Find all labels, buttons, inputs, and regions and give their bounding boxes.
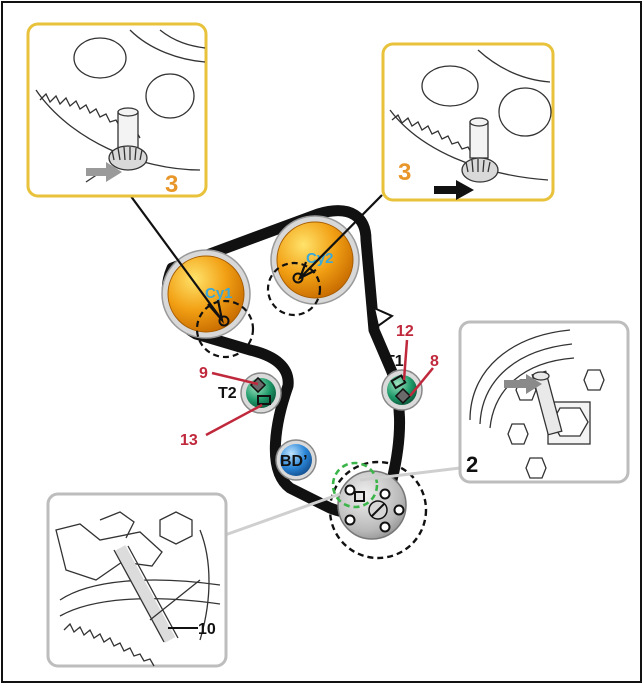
cy2-timing-hole-icon: [292, 272, 304, 284]
cy2-detail-marker-icon: [266, 261, 322, 317]
tensioner-t1[interactable]: [381, 369, 423, 411]
crank-key-slot-icon: [354, 491, 365, 502]
crank-callout-number: 2: [466, 452, 478, 477]
leader-9: [211, 371, 259, 386]
t1-hex-nut-icon: [394, 387, 412, 405]
ref-9-label: 9: [199, 365, 208, 382]
leader-13: [205, 403, 263, 437]
crankshaft-pulley[interactable]: [337, 470, 407, 540]
ref-12-label: 12: [396, 323, 414, 340]
bd-label: BD’: [280, 453, 308, 470]
t2-label: T2: [218, 385, 237, 402]
t2-hex-nut-icon: [249, 376, 267, 394]
crank-outer-marker-icon: [328, 460, 428, 560]
leader-8: [409, 367, 434, 397]
ref-10-label: 10: [198, 621, 216, 638]
ref-13-label: 13: [180, 432, 198, 449]
ref-8-label: 8: [430, 353, 439, 370]
callout-crank-lock: 2: [458, 320, 630, 484]
callout-locking-tool: 10: [46, 492, 228, 668]
cy1-detail-marker-icon: [195, 299, 255, 359]
crank-bolt-hole-icon: [344, 514, 356, 526]
cy1-label: Cy1: [205, 285, 233, 302]
leader-left-callout: [129, 194, 223, 321]
crank-bolt-hole-icon: [344, 484, 356, 496]
crank-bolt-hole-icon: [379, 488, 391, 500]
tensioner-t2[interactable]: [240, 372, 282, 414]
right-callout-number: 3: [398, 159, 411, 186]
cy1-timing-hole-icon: [218, 315, 230, 327]
idler-pulley-bd[interactable]: BD’: [275, 439, 317, 481]
leader-right-callout: [299, 194, 383, 279]
crank-bolt-hole-icon: [379, 521, 391, 533]
right-pin-arrow-icon: [434, 180, 474, 200]
camshaft-pulley-cy2[interactable]: Cy2: [270, 215, 360, 305]
camshaft-pulley-cy1[interactable]: Cy1: [161, 249, 251, 339]
crank-pin-arrow-icon: [504, 374, 542, 394]
belt-direction-arrow-icon: [372, 306, 395, 328]
t2-adjust-slot-icon: [257, 395, 271, 405]
callout-cam-pin-right: 3: [381, 42, 555, 202]
left-callout-number: 3: [165, 171, 178, 198]
t1-label: T1: [385, 353, 404, 370]
connector-crank-callout: [359, 466, 461, 482]
left-pin-arrow-icon: [86, 162, 122, 182]
connector-lock-callout: [224, 492, 341, 537]
leader-12: [402, 339, 409, 381]
crank-bolt-hole-icon: [393, 504, 405, 516]
callout-cam-pin-left: 3: [26, 22, 208, 198]
crank-timing-marker-icon: [331, 461, 379, 509]
